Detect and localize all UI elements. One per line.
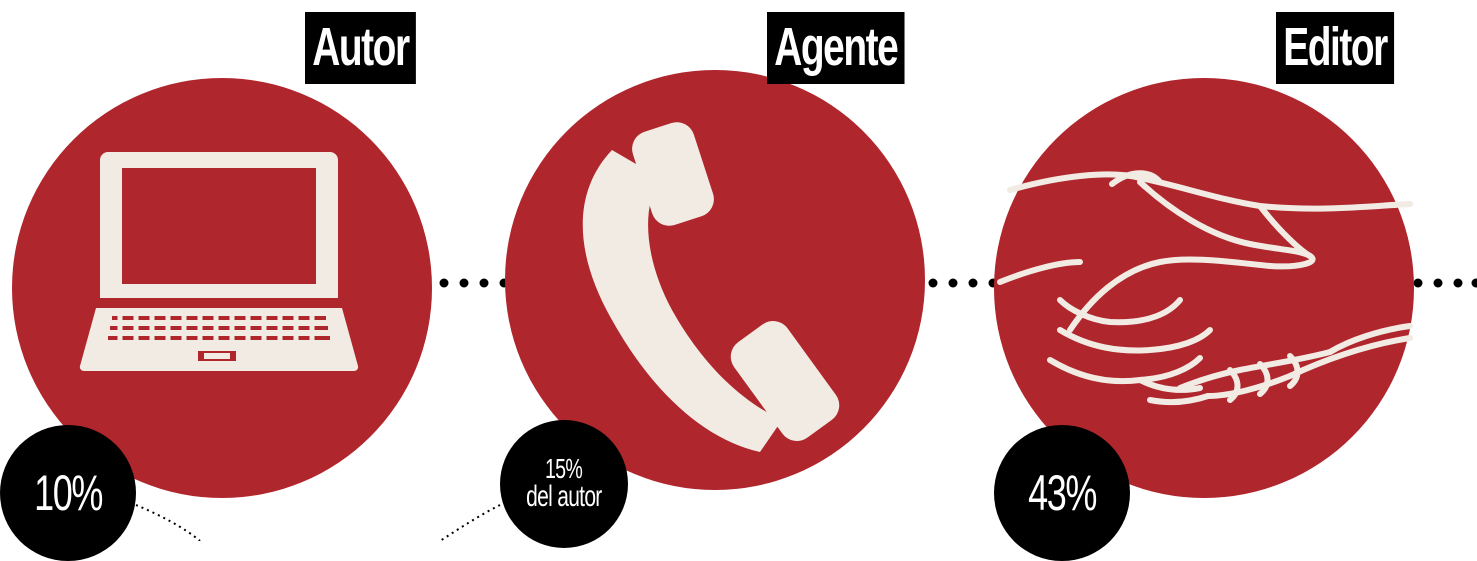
diagram: Autor Agente Editor 10% 15% del autor 43…	[0, 0, 1477, 541]
badge-leader-lines	[0, 0, 1477, 541]
